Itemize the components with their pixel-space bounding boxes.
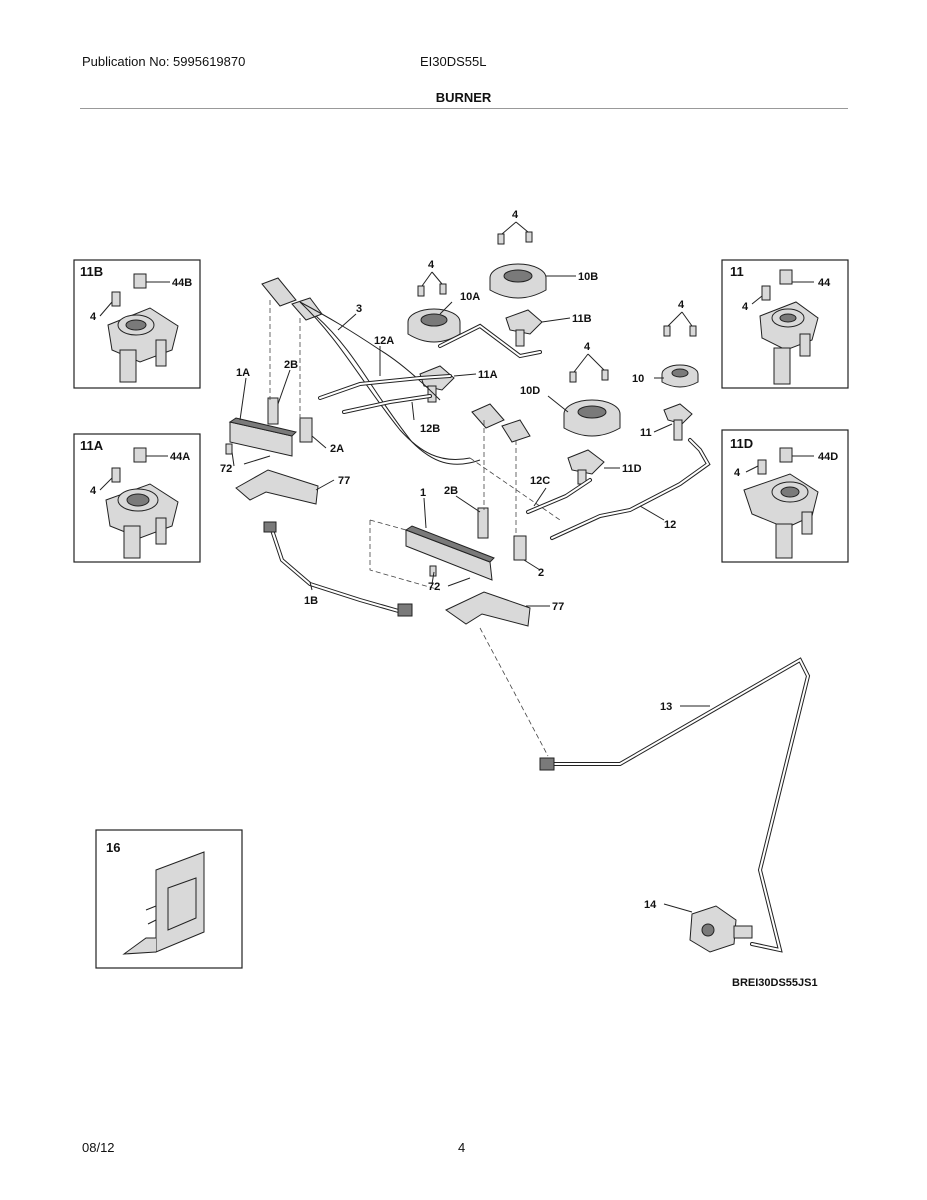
callout-10a: 10A: [460, 291, 480, 303]
inset-11a-label-44a: 44A: [170, 451, 190, 463]
burner-cap-10d-icon: [563, 399, 621, 437]
burner-cap-10b-icon: [489, 263, 547, 299]
model-number: EI30DS55L: [420, 54, 487, 69]
callout-2b: 2B: [284, 359, 298, 371]
burner-base-11-icon: [751, 269, 819, 385]
page-number: 4: [458, 1140, 466, 1155]
callout-labels: 4 4 4 4 10B 10A 11B 3 12A 1A 2B 11A 10 1…: [220, 209, 685, 911]
burner-base-11b-main-icon: [505, 309, 543, 347]
mounting-bracket-77-icon: [235, 469, 531, 627]
callout-2a: 2A: [330, 443, 344, 455]
burner-base-11d-main-icon: [567, 449, 605, 485]
callout-11: 11: [640, 427, 652, 439]
inset-11a-label-4: 4: [90, 485, 97, 497]
inset-11: 11 44 4: [721, 259, 849, 389]
callout-1a: 1A: [236, 367, 250, 379]
burner-tube-1-icon: [404, 525, 495, 581]
screw-icon: [417, 231, 697, 383]
callout-12b: 12B: [420, 423, 440, 435]
callout-12: 12: [664, 519, 676, 531]
inset-11b: 11B 44B 4: [73, 259, 201, 389]
screw-72-icon: [225, 443, 471, 587]
inset-11d: 11D 44D 4: [721, 429, 849, 563]
page-title: BURNER: [435, 90, 492, 105]
callout-72: 72: [428, 581, 440, 593]
diagram-code: BREI30DS55JS1: [732, 977, 818, 989]
inset-11a-title: 11A: [80, 438, 104, 453]
callout-11d: 11D: [622, 463, 642, 475]
inset-11d-label-44d: 44D: [818, 451, 838, 463]
footer-date: 08/12: [82, 1140, 115, 1155]
gas-tubes: [270, 323, 811, 953]
heat-shield-16-icon: [122, 851, 205, 955]
callout-11b: 11B: [572, 313, 592, 325]
callout-4: 4: [512, 209, 519, 221]
inset-11b-title: 11B: [80, 264, 103, 279]
burner-base-11b-icon: [99, 273, 179, 383]
callout-1: 1: [420, 487, 426, 499]
burner-cap-10-icon: [661, 364, 699, 388]
callout-4: 4: [428, 259, 435, 271]
callout-12c: 12C: [530, 475, 550, 487]
callout-77: 77: [552, 601, 564, 613]
burner-base-11d-icon: [743, 447, 819, 559]
callout-2: 2: [538, 567, 544, 579]
inset-11b-label-4: 4: [90, 311, 97, 323]
publication-number: Publication No: 5995619870: [82, 54, 246, 69]
callout-72: 72: [220, 463, 232, 475]
callout-2b: 2B: [444, 485, 458, 497]
callout-11a: 11A: [478, 369, 498, 381]
orifice-holder-icon: [267, 397, 527, 561]
tube-fitting-icon: [263, 521, 555, 771]
callout-10: 10: [632, 373, 644, 385]
wire-harness-3-icon: [261, 277, 531, 465]
callout-12a: 12A: [374, 335, 394, 347]
burner-base-11a-icon: [99, 447, 179, 559]
inset-11b-label-44b: 44B: [172, 277, 192, 289]
inset-16: 16: [95, 829, 243, 969]
inset-11d-label-4: 4: [734, 467, 741, 479]
header-divider: [80, 108, 848, 109]
callout-3: 3: [356, 303, 362, 315]
inset-11-label-44: 44: [818, 277, 831, 289]
inset-11-label-4: 4: [742, 301, 749, 313]
inset-11a: 11A 44A 4: [73, 433, 201, 563]
burner-tube-1a-icon: [228, 417, 297, 457]
burner-base-11-main-icon: [663, 403, 693, 441]
gas-valve-14-icon: [689, 905, 753, 953]
leader-lines: [231, 221, 710, 913]
inset-11d-title: 11D: [730, 436, 753, 451]
callout-13: 13: [660, 701, 672, 713]
callout-14: 14: [644, 899, 657, 911]
inset-16-title: 16: [106, 840, 120, 855]
callout-4: 4: [678, 299, 685, 311]
callout-1b: 1B: [304, 595, 318, 607]
callout-77: 77: [338, 475, 350, 487]
callout-10d: 10D: [520, 385, 540, 397]
assembly-guides: [269, 300, 561, 757]
callout-10b: 10B: [578, 271, 598, 283]
burner-cap-10a-icon: [407, 308, 461, 343]
inset-11-title: 11: [730, 264, 744, 279]
callout-4: 4: [584, 341, 591, 353]
